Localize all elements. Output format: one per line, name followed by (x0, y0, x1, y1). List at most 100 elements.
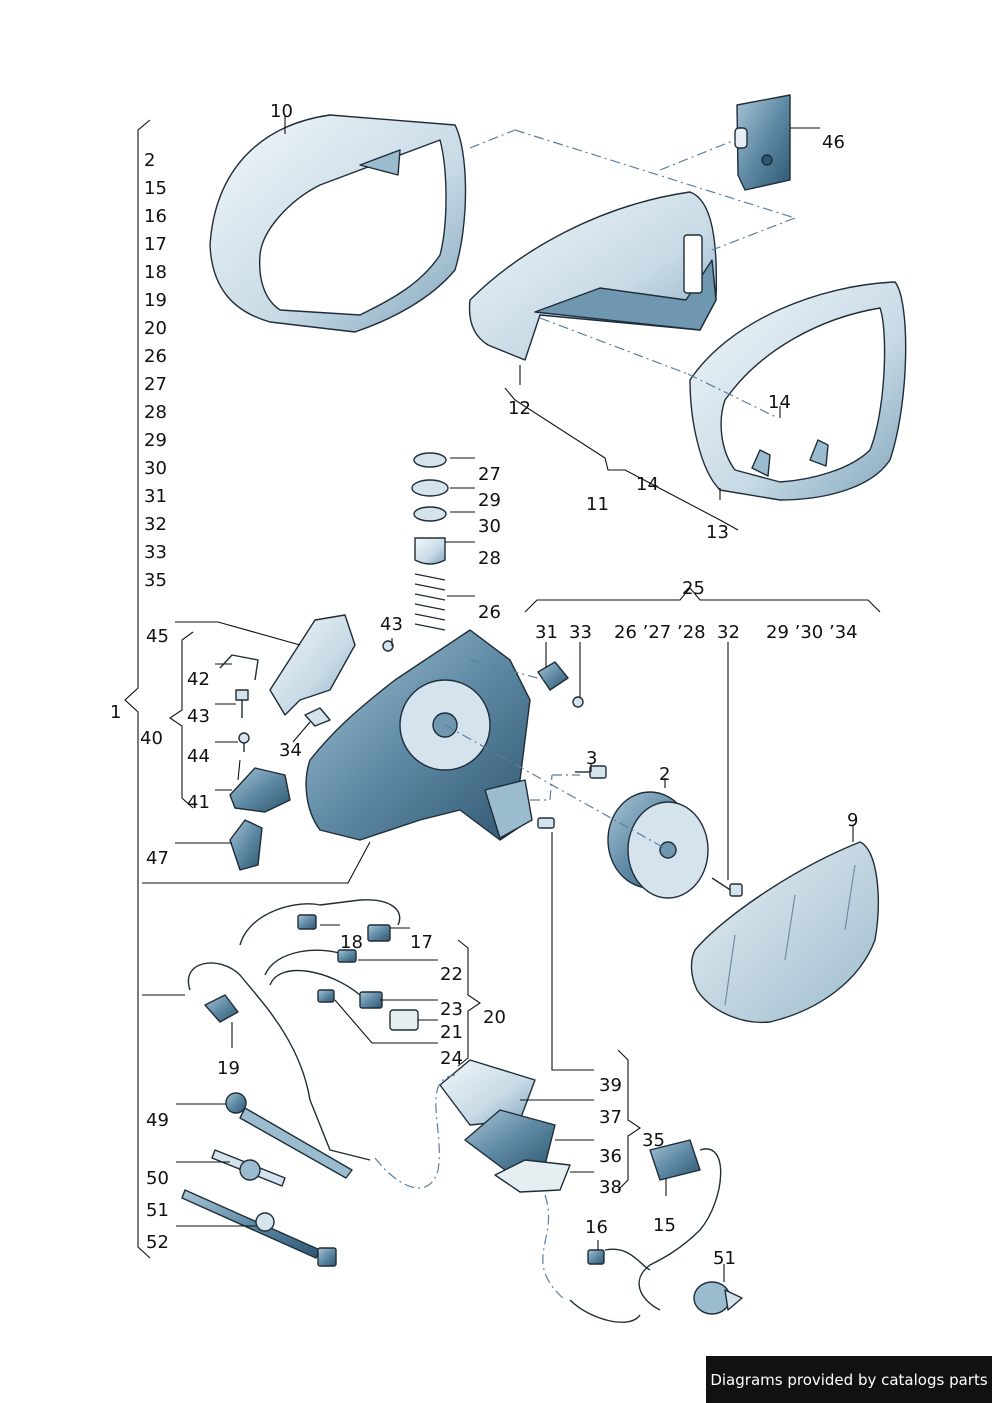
label-10: 10 (270, 101, 293, 122)
label-42: 42 (187, 669, 210, 690)
label-13: 13 (706, 522, 729, 543)
label-50: 50 (146, 1168, 169, 1189)
label-45: 45 (146, 626, 169, 647)
list-item: 32 (144, 514, 167, 535)
connector-harness-35 (569, 1139, 722, 1323)
label-group-26-27-28: 26 ’27 ’28 (614, 622, 706, 643)
clip-50 (211, 1149, 286, 1187)
label-26: 26 (478, 602, 501, 623)
clip-34 (304, 707, 331, 727)
screw-39 (537, 817, 555, 829)
list-item: 27 (144, 374, 167, 395)
mirror-cap-10 (209, 114, 467, 333)
label-27: 27 (478, 464, 501, 485)
screw-3 (575, 765, 607, 779)
label-51-right: 51 (713, 1248, 736, 1269)
label-43-left: 43 (187, 706, 210, 727)
label-43-top: 43 (380, 614, 403, 635)
label-39: 39 (599, 1075, 622, 1096)
tie-52 (181, 1189, 337, 1267)
lamp-47 (229, 819, 263, 871)
label-23: 23 (440, 999, 463, 1020)
label-44: 44 (187, 746, 210, 767)
connector-31 (537, 661, 569, 691)
label-22: 22 (440, 964, 463, 985)
label-33: 33 (569, 622, 592, 643)
clip-42 (219, 654, 259, 681)
list-item: 28 (144, 402, 167, 423)
label-41: 41 (187, 792, 210, 813)
list-item: 29 (144, 430, 167, 451)
label-35: 35 (642, 1130, 665, 1151)
label-25: 25 (682, 578, 705, 599)
bolt-43-top (382, 640, 394, 652)
label-28: 28 (478, 548, 501, 569)
grommet-51 (693, 1281, 743, 1315)
mirror-glass-9 (690, 841, 879, 1024)
list-item: 15 (144, 178, 167, 199)
list-item: 16 (144, 206, 167, 227)
label-3: 3 (586, 748, 597, 769)
label-group-29-30-34: 29 ’30 ’34 (766, 622, 858, 643)
label-52: 52 (146, 1232, 169, 1253)
list-item: 31 (144, 486, 167, 507)
screw-44 (238, 732, 250, 752)
label-31: 31 (535, 622, 558, 643)
part-labels: 10 46 12 14 14 11 13 27 29 30 28 26 25 3… (110, 101, 858, 1269)
list-item: 19 (144, 290, 167, 311)
list-item: 17 (144, 234, 167, 255)
label-40: 40 (140, 728, 163, 749)
label-30: 30 (478, 516, 501, 537)
list-item: 18 (144, 262, 167, 283)
attribution-footer: Diagrams provided by catalogs parts (706, 1356, 992, 1403)
label-1: 1 (110, 702, 121, 723)
label-24: 24 (440, 1048, 463, 1069)
label-21: 21 (440, 1022, 463, 1043)
wiring-harness (187, 899, 419, 1161)
sensor-41 (229, 767, 291, 813)
screw-33 (572, 696, 584, 708)
assembly-dash-lines (374, 129, 796, 1301)
label-17: 17 (410, 932, 433, 953)
cable-tie-49 (225, 1092, 353, 1179)
label-19: 19 (217, 1058, 240, 1079)
label-9: 9 (847, 810, 858, 831)
label-14-right: 14 (768, 392, 791, 413)
list-item: 35 (144, 570, 167, 591)
leader-lines (124, 116, 881, 1282)
mirror-housing-46 (734, 94, 791, 191)
included-parts-list: 2 15 16 17 18 19 20 26 27 28 29 30 31 32… (144, 150, 167, 591)
label-47: 47 (146, 848, 169, 869)
label-15: 15 (653, 1215, 676, 1236)
bracket-45 (269, 614, 356, 716)
label-29: 29 (478, 490, 501, 511)
seal-37-36-38 (439, 1059, 571, 1193)
label-2: 2 (659, 764, 670, 785)
label-16: 16 (585, 1217, 608, 1238)
label-38: 38 (599, 1177, 622, 1198)
label-46: 46 (822, 132, 845, 153)
label-51-left: 51 (146, 1200, 169, 1221)
label-36: 36 (599, 1146, 622, 1167)
label-49: 49 (146, 1110, 169, 1131)
list-item: 2 (144, 150, 155, 171)
list-item: 26 (144, 346, 167, 367)
label-32: 32 (717, 622, 740, 643)
label-20: 20 (483, 1007, 506, 1028)
list-item: 20 (144, 318, 167, 339)
list-item: 30 (144, 458, 167, 479)
mirror-frame-13 (689, 281, 907, 501)
label-37: 37 (599, 1107, 622, 1128)
mirror-base-12 (468, 191, 718, 361)
label-14-mid: 14 (636, 474, 659, 495)
bolt-43-left (235, 689, 249, 718)
label-18: 18 (340, 932, 363, 953)
label-11: 11 (586, 494, 609, 515)
label-12: 12 (508, 398, 531, 419)
spring-stack-26-30 (411, 452, 449, 631)
screw-32 (711, 877, 743, 897)
footer-text: Diagrams provided by catalogs parts (710, 1370, 988, 1389)
list-item: 33 (144, 542, 167, 563)
label-34: 34 (279, 740, 302, 761)
